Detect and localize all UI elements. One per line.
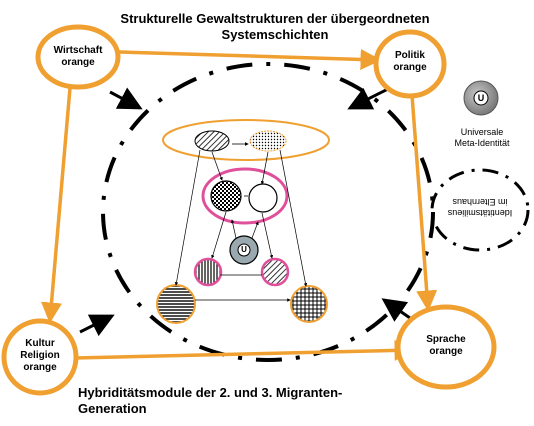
page-title-line1: Strukturelle Gewaltstrukturen der überge… [120,11,430,26]
identity-milieus-label: Identitätsmilieus im Elternhaus [432,196,528,218]
kultur-label-line2: Religion [20,350,60,361]
politik-label-line1: Politik [394,50,425,61]
kultur-label-line1: Kultur [25,338,55,349]
page-title-line2: Systemschichten [221,27,329,42]
sprache-label-line1: Sprache [426,334,466,345]
politik-label: Politik orange [380,50,440,74]
sprache-label: Sprache orange [416,334,476,358]
kultur-node [1,318,79,396]
outer-dashdot-ring [101,62,435,362]
sprache-label-line2: orange [429,346,463,357]
wirtschaft-label: Wirtschaft orange [48,45,108,69]
wirtschaft-node [35,24,121,90]
politik-label-line2: orange [393,62,427,73]
inward-arrows [79,86,411,337]
orange-frame [41,40,438,369]
identity-milieus-ring [430,168,530,252]
meta-identity-label: Universale Meta-Identität [440,127,524,149]
inner-model [156,119,330,324]
inner-symbol-letter: U [241,245,247,254]
bottom-title-line1: Hybriditätsmodule der 2. und 3. Migrante… [78,385,343,400]
bottom-title-line2: Generation [78,401,147,416]
wirtschaft-label-line2: orange [61,57,95,68]
meta-identity-line1: Universale [460,127,504,137]
kultur-label-line3: orange [23,362,57,373]
identity-milieus-line2: im Elternhaus [452,197,508,207]
wirtschaft-label-line1: Wirtschaft [53,45,103,56]
identity-milieus-line1: Identitätsmilieus [447,208,513,218]
meta-identity-line2: Meta-Identität [454,138,510,148]
sprache-node [395,304,497,390]
meta-symbol-letter: U [477,93,485,103]
page-title: Strukturelle Gewaltstrukturen der überge… [110,11,440,43]
kultur-label: Kultur Religion orange [10,338,70,374]
politik-node [373,29,447,99]
bottom-title: Hybriditätsmodule der 2. und 3. Migrante… [78,385,378,417]
